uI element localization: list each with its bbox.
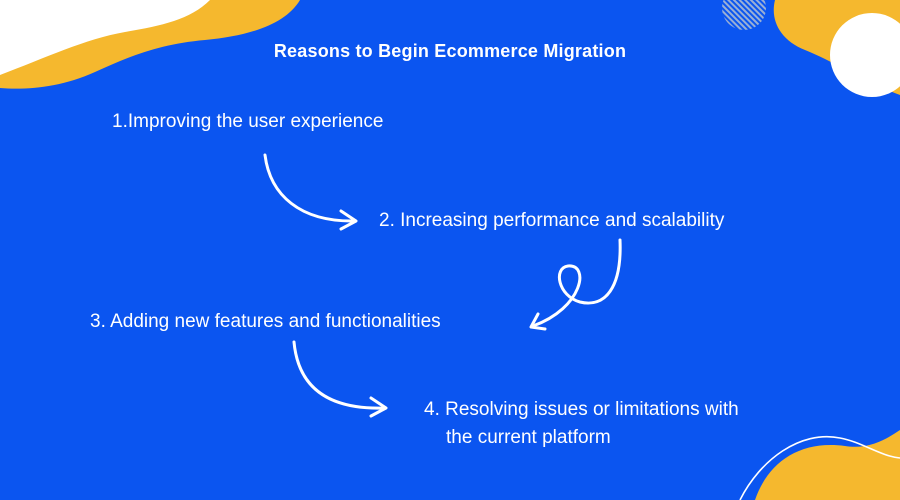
step-1-text: 1.Improving the user experience bbox=[112, 111, 384, 132]
page-title: Reasons to Begin Ecommerce Migration bbox=[273, 41, 627, 61]
step-2-text: 2. Increasing performance and scalabilit… bbox=[379, 210, 725, 231]
top-right-white-circle bbox=[830, 13, 900, 97]
bottom-right-yellow-blob bbox=[755, 430, 900, 500]
curved-arrow-3 bbox=[292, 340, 388, 418]
step-3-text: 3. Adding new features and functionaliti… bbox=[90, 311, 441, 332]
bottom-right-wave-line bbox=[739, 435, 900, 500]
step-4-line-2: the current platform bbox=[446, 427, 611, 448]
striped-circle bbox=[722, 0, 766, 30]
step-4-text: 4. Resolving issues or limitations with … bbox=[424, 396, 739, 452]
loop-arrow bbox=[529, 238, 622, 331]
top-left-white-blob bbox=[0, 0, 210, 75]
step-4-line-1: 4. Resolving issues or limitations with bbox=[424, 399, 739, 420]
curved-arrow-1 bbox=[263, 153, 358, 231]
